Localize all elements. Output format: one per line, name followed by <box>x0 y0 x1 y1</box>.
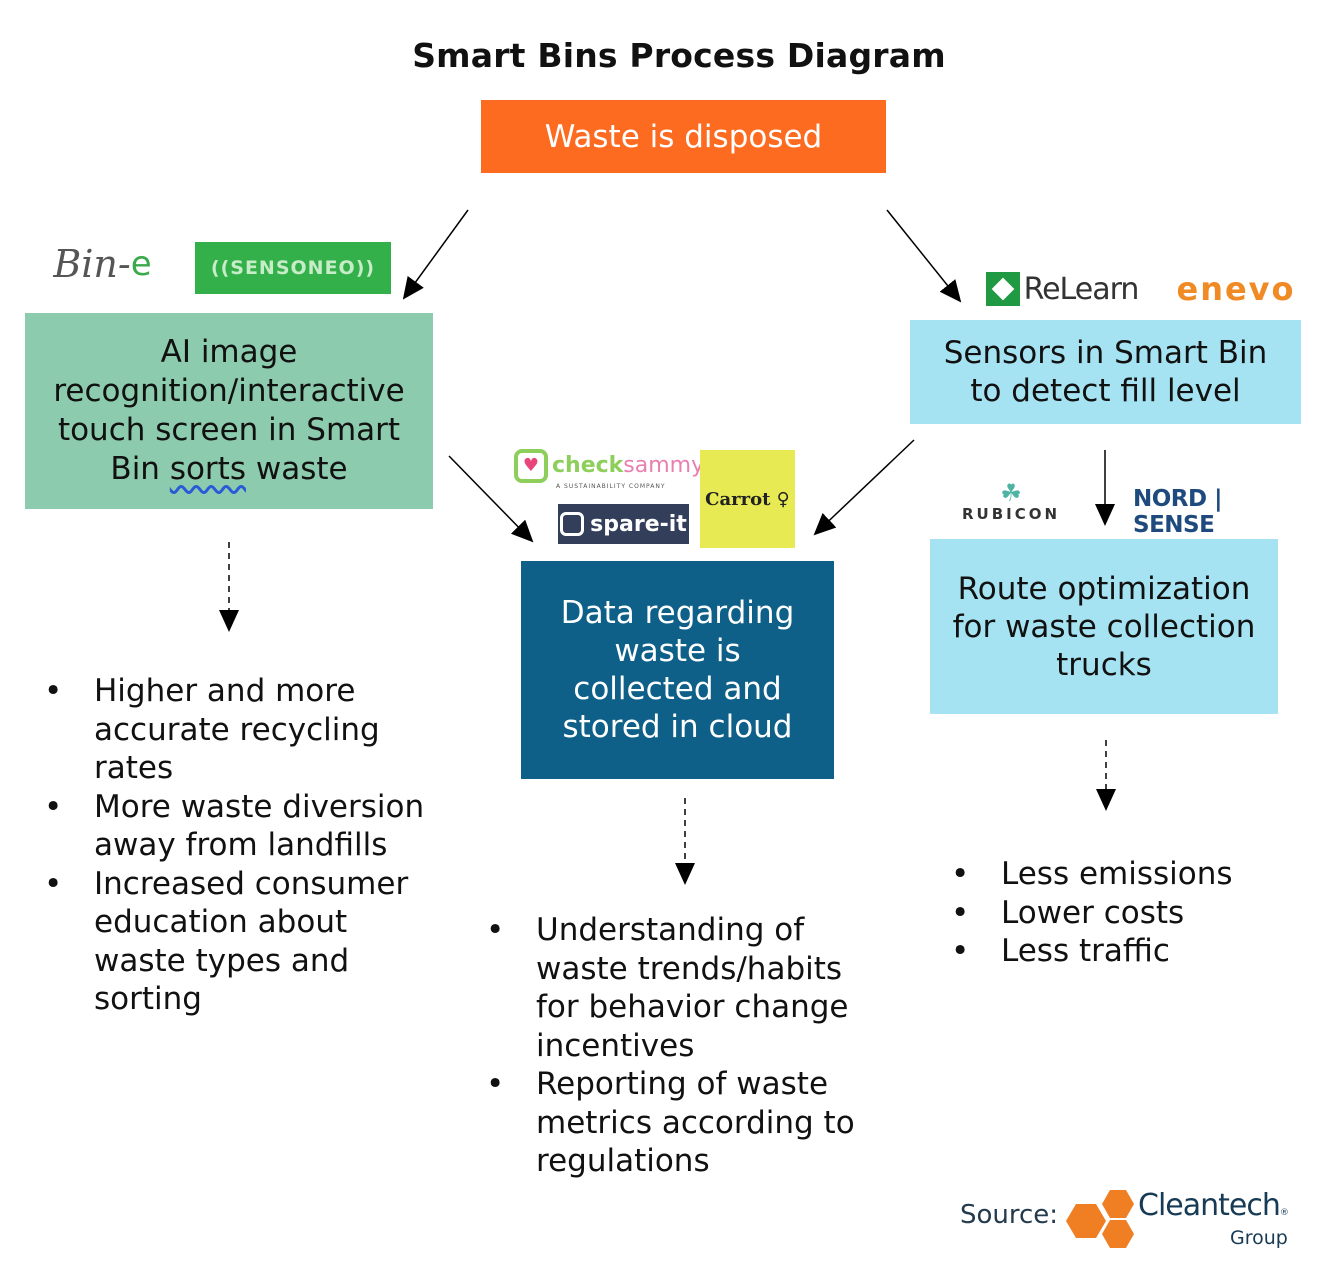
node-data-cloud: Data regarding waste is collected and st… <box>521 561 834 779</box>
rubicon-logo: ☘ RUBICON <box>961 479 1061 523</box>
ai-sorting-outcomes: Higher and more accurate recycling rates… <box>30 672 430 1019</box>
outcome-item: More waste diversion away from landfills <box>30 788 430 865</box>
relearn-logo: ReLearn <box>982 268 1142 310</box>
node-route-optimization-label: Route optimization for waste collection … <box>952 570 1256 683</box>
outcome-item: Understanding of waste trends/habits for… <box>472 911 872 1065</box>
heart-gift-icon: ♥ <box>514 448 548 483</box>
spareit-logo: spare-it <box>558 504 689 544</box>
source-label: Source: <box>960 1200 1059 1230</box>
route-optimization-outcomes: Less emissions Lower costs Less traffic <box>937 855 1297 971</box>
carrot-logo: Carrot ♀ <box>700 450 795 548</box>
arrow-sensors-to-data <box>813 439 915 536</box>
spareit-box-icon <box>560 512 585 536</box>
diagram-title: Smart Bins Process Diagram <box>412 36 946 75</box>
node-fill-sensors-label: Sensors in Smart Bin to detect fill leve… <box>943 335 1268 409</box>
outcome-item: Lower costs <box>937 894 1297 933</box>
node-route-optimization: Route optimization for waste collection … <box>930 539 1278 714</box>
outcome-item: Reporting of waste metrics according to … <box>472 1065 872 1181</box>
arrow-start-to-ai <box>402 209 469 300</box>
outcome-item: Higher and more accurate recycling rates <box>30 672 430 788</box>
data-cloud-outcomes: Understanding of waste trends/habits for… <box>472 911 872 1181</box>
outcome-item: Less emissions <box>937 855 1297 894</box>
sensoneo-logo: ((SENSONEO)) <box>195 242 391 294</box>
outcome-item: Less traffic <box>937 932 1297 971</box>
nordsense-logo: NORD | SENSE <box>1133 486 1223 538</box>
outcome-item: Increased consumer education about waste… <box>30 865 430 1019</box>
node-data-cloud-label: Data regarding waste is collected and st… <box>560 595 795 745</box>
rubicon-knot-icon: ☘ <box>1000 479 1022 507</box>
bine-logo: Bin-e <box>53 242 152 286</box>
node-waste-disposed-label: Waste is disposed <box>544 118 823 155</box>
enevo-logo: enevo <box>1176 270 1296 308</box>
node-ai-sorting-label: AI image recognition/interactive touch s… <box>53 334 405 487</box>
node-ai-sorting: AI image recognition/interactive touch s… <box>25 313 433 509</box>
spellcheck-underlined-word: sorts <box>169 451 246 487</box>
cleantech-group-logo: Cleantech® Group <box>1064 1190 1294 1248</box>
node-waste-disposed: Waste is disposed <box>481 100 886 173</box>
hexagon-cluster-icon <box>1064 1190 1136 1248</box>
node-fill-sensors: Sensors in Smart Bin to detect fill leve… <box>910 320 1301 424</box>
arrow-ai-to-data <box>448 455 534 543</box>
relearn-mark-icon <box>985 272 1020 306</box>
arrow-start-to-sensors <box>886 209 962 303</box>
